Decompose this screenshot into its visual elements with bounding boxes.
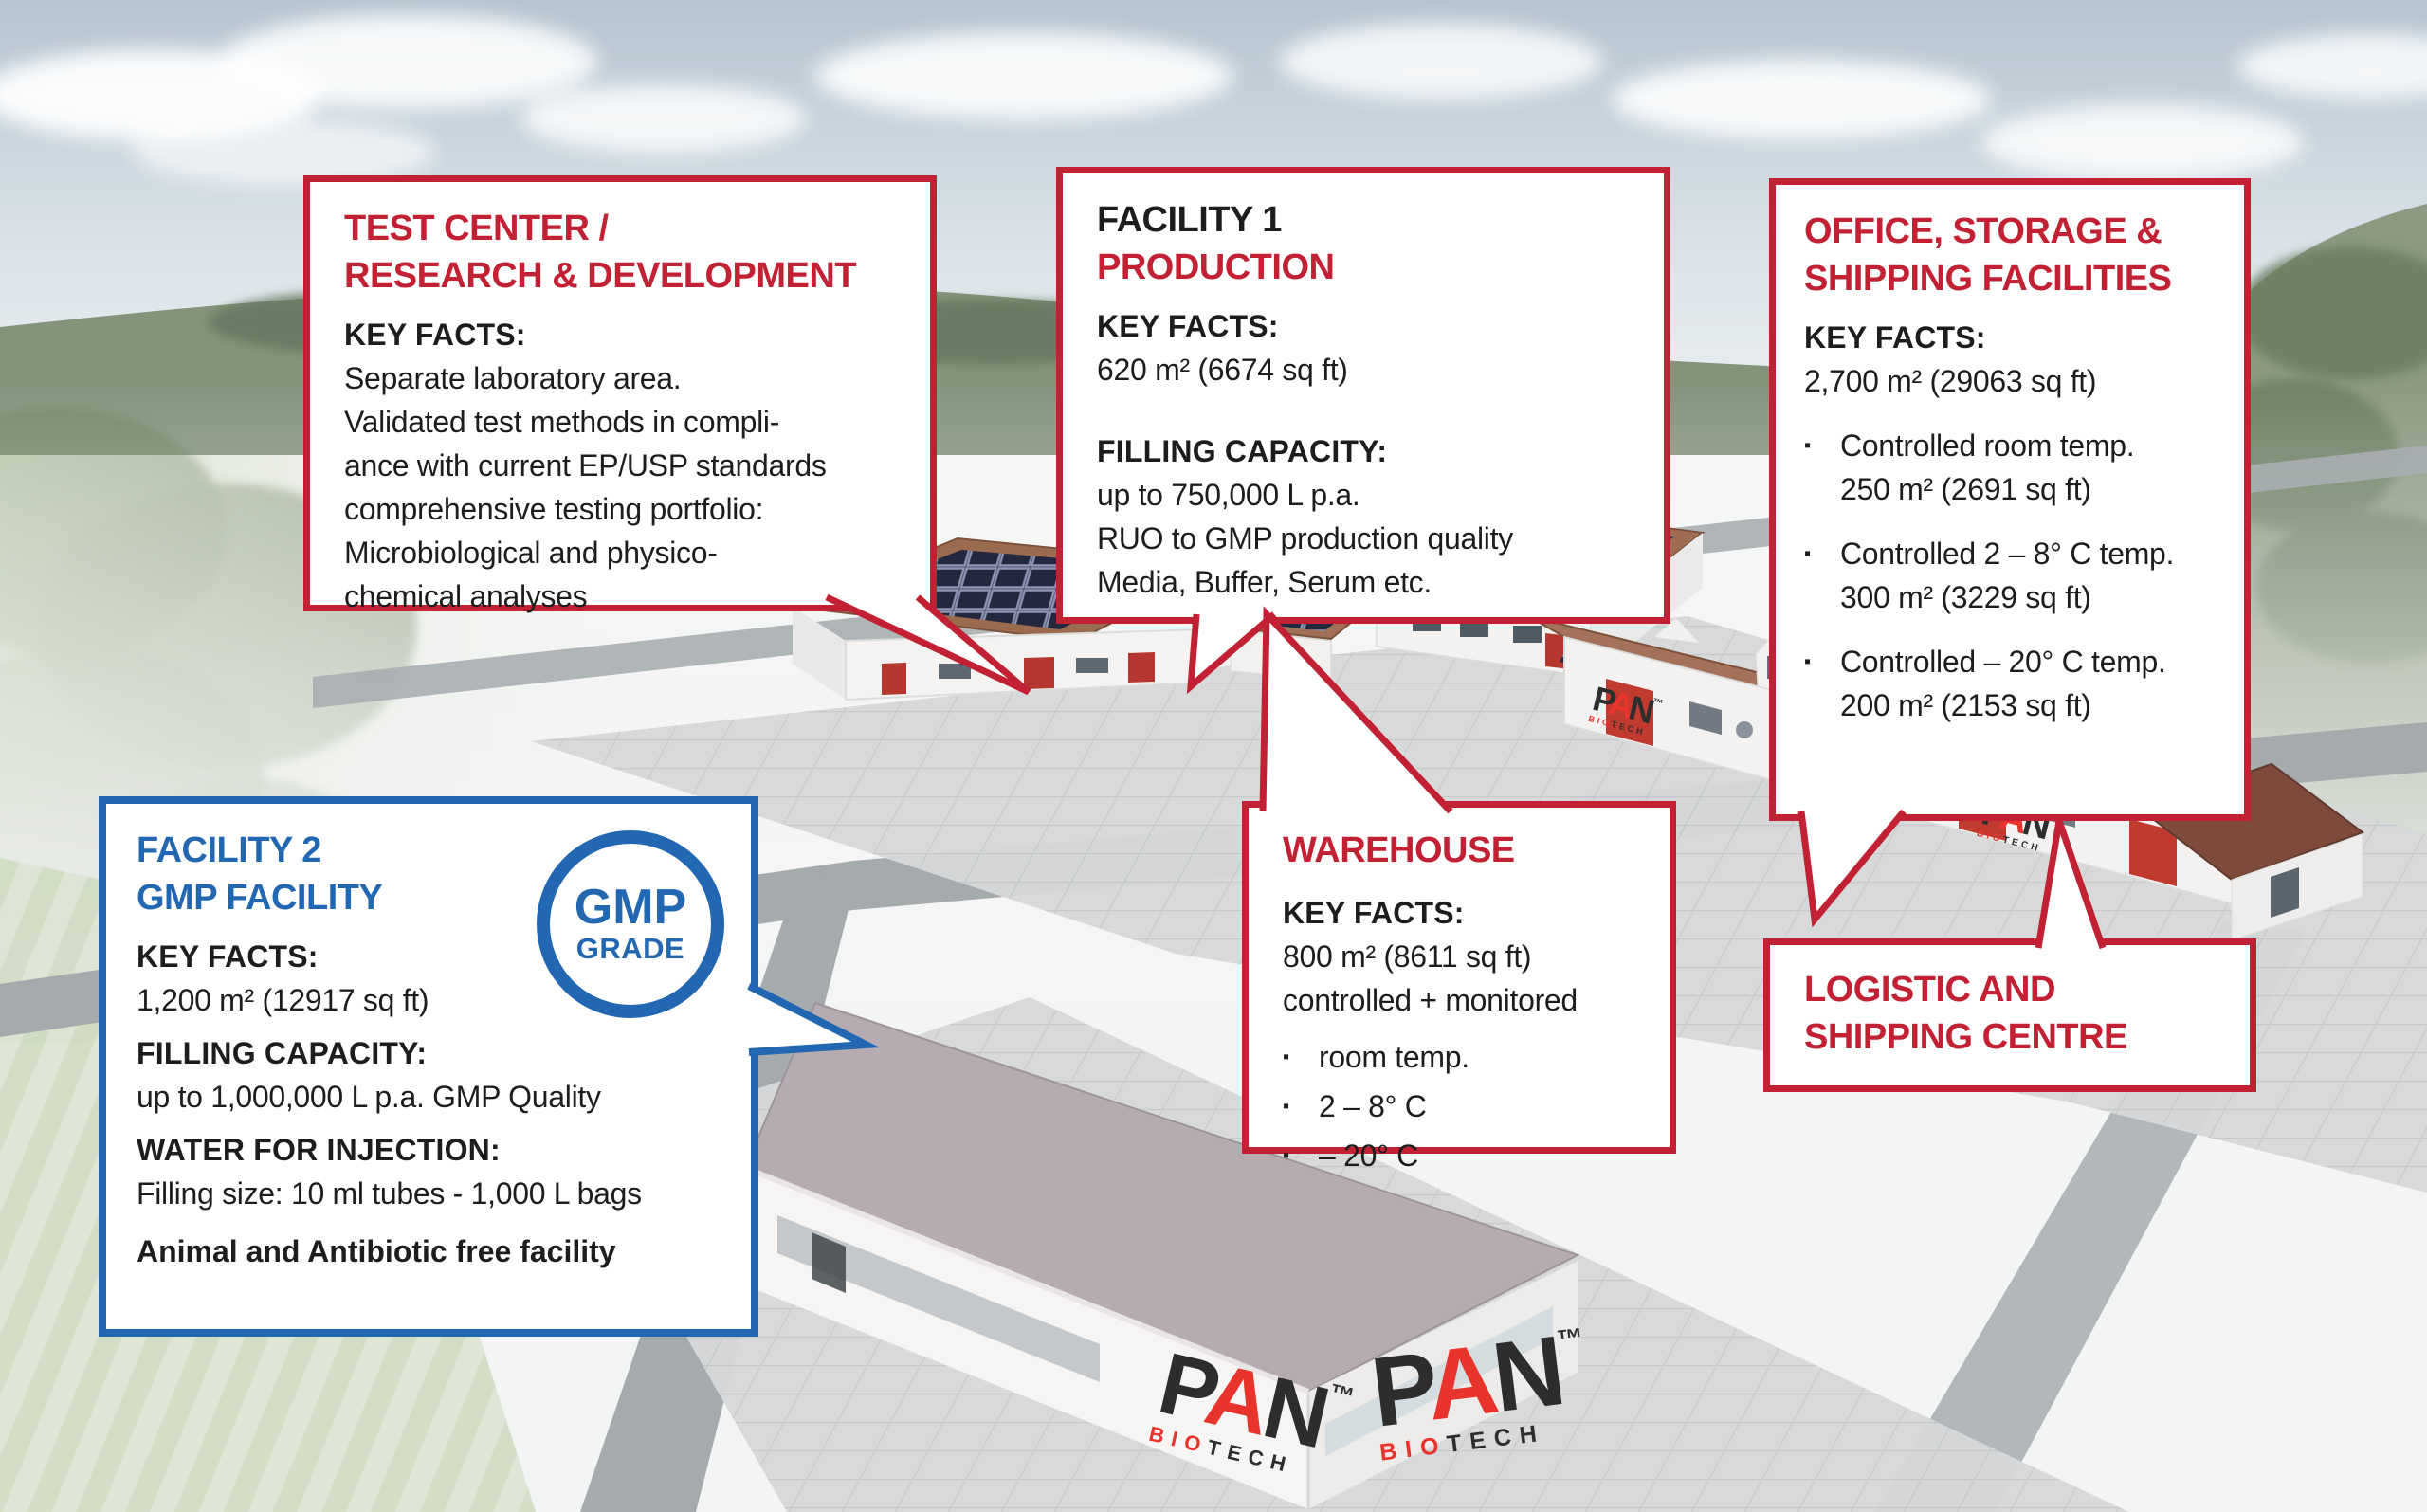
facility-1-key-facts: 620 m² (6674 sq ft)	[1097, 353, 1348, 387]
office-title-line2: SHIPPING FACILITIES	[1804, 259, 2172, 299]
logistic-title-line1: LOGISTIC AND	[1804, 970, 2055, 1010]
facility-1-title-line1: FACILITY 1	[1097, 200, 1282, 240]
callout-warehouse: WAREHOUSE KEY FACTS: 800 m² (8611 sq ft)…	[1242, 801, 1676, 1173]
test-center-title-line1: TEST CENTER /	[344, 209, 609, 248]
callout-facility-2: FACILITY 2 GMP FACILITY KEY FACTS: 1,200…	[99, 796, 758, 1337]
callout-test-center: TEST CENTER / RESEARCH & DEVELOPMENT KEY…	[303, 175, 937, 613]
facility-2-key-facts: 1,200 m² (12917 sq ft)	[137, 983, 429, 1017]
facility-2-note: Animal and Antibiotic free facility	[137, 1234, 616, 1268]
bullet-square-icon: ▪	[1804, 651, 1812, 672]
bullet-square-icon: ▪	[1283, 1096, 1290, 1117]
bullet-square-icon: ▪	[1283, 1047, 1290, 1067]
office-bullet-minus-20c: ▪ Controlled – 20° C temp. 200 m² (2153 …	[1804, 640, 2227, 727]
key-facts-heading: KEY FACTS:	[1283, 896, 1465, 930]
office-title-line1: OFFICE, STORAGE &	[1804, 211, 2162, 251]
bullet-square-icon: ▪	[1804, 543, 1812, 564]
pan-biotech-logo: PAN™ BIOTECH	[1366, 1313, 1591, 1466]
warehouse-bullet-minus-20c: ▪ – 20° C	[1283, 1134, 1652, 1177]
filling-capacity-heading: FILLING CAPACITY:	[1097, 434, 1388, 468]
clouds	[0, 14, 2427, 186]
logistic-title-line2: SHIPPING CENTRE	[1804, 1017, 2127, 1057]
callout-logistic-shipping: LOGISTIC AND SHIPPING CENTRE	[1763, 938, 2256, 1092]
bullet-square-icon: ▪	[1283, 1145, 1290, 1166]
warehouse-bullet-room-temp: ▪ room temp.	[1283, 1035, 1652, 1079]
warehouse-title: WAREHOUSE	[1283, 830, 1515, 870]
key-facts-heading: KEY FACTS:	[1097, 309, 1279, 343]
facility-1-title-line2: PRODUCTION	[1097, 247, 1335, 287]
facility-1-filling-capacity: up to 750,000 L p.a. RUO to GMP producti…	[1097, 478, 1513, 599]
gmp-grade-badge: GMP GRADE	[537, 830, 724, 1018]
key-facts-heading: KEY FACTS:	[1804, 320, 1986, 355]
gmp-badge-line2: GRADE	[575, 932, 685, 965]
filling-capacity-heading: FILLING CAPACITY:	[137, 1036, 428, 1070]
water-for-injection-heading: WATER FOR INJECTION:	[137, 1133, 501, 1167]
facility-2-wfi: Filling size: 10 ml tubes - 1,000 L bags	[137, 1176, 642, 1211]
warehouse-key-facts: 800 m² (8611 sq ft) controlled + monitor…	[1283, 939, 1578, 1017]
key-facts-heading: KEY FACTS:	[137, 939, 319, 974]
bullet-square-icon: ▪	[1804, 435, 1812, 456]
callout-office-storage-shipping: OFFICE, STORAGE & SHIPPING FACILITIES KE…	[1769, 178, 2251, 821]
facility-2-title-line2: GMP FACILITY	[137, 878, 383, 918]
svg-text:PAN™: PAN™	[1366, 1313, 1591, 1448]
gmp-badge-line1: GMP	[574, 880, 687, 935]
test-center-key-facts: Separate laboratory area. Validated test…	[344, 361, 827, 613]
office-key-facts: 2,700 m² (29063 sq ft)	[1804, 364, 2097, 398]
callout-facility-1: FACILITY 1 PRODUCTION KEY FACTS: 620 m² …	[1056, 167, 1670, 624]
facility-2-filling-capacity: up to 1,000,000 L p.a. GMP Quality	[137, 1080, 601, 1114]
warehouse-bullet-2-8c: ▪ 2 – 8° C	[1283, 1084, 1652, 1128]
office-bullet-2-8c: ▪ Controlled 2 – 8° C temp. 300 m² (3229…	[1804, 532, 2227, 619]
facility-2-title-line1: FACILITY 2	[137, 830, 321, 870]
key-facts-heading: KEY FACTS:	[344, 318, 526, 352]
test-center-title-line2: RESEARCH & DEVELOPMENT	[344, 256, 857, 296]
office-bullet-room-temp: ▪ Controlled room temp. 250 m² (2691 sq …	[1804, 424, 2227, 511]
